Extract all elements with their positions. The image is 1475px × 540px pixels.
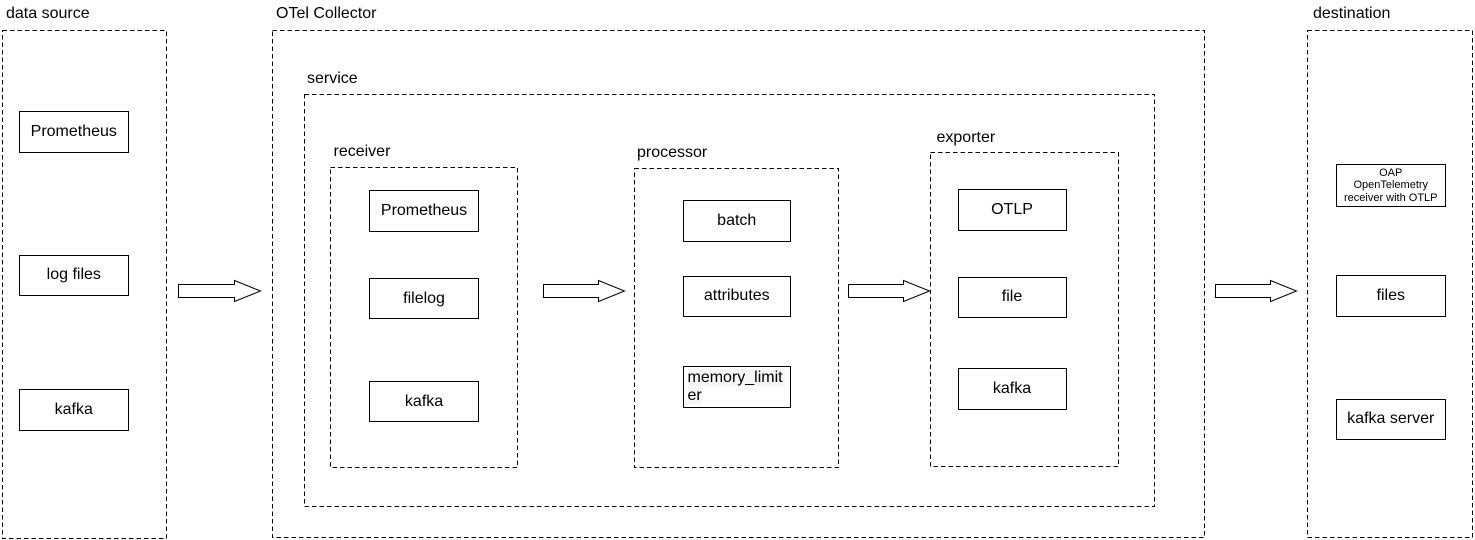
node-receiver-kafka: kafka	[368, 381, 480, 423]
node-processor-memorylimiter: memory_limiter	[682, 366, 791, 408]
node-destination-oap-label: OAP OpenTelemetry receiver with OTLP	[1344, 167, 1438, 205]
node-processor-attributes-label: attributes	[703, 287, 770, 305]
node-destination-oap-line2: OpenTelemetry	[1353, 179, 1429, 192]
node-destination-files-label: files	[1376, 287, 1405, 305]
node-destination-oap-line3: receiver with OTLP	[1343, 191, 1438, 204]
node-receiver-filelog: filelog	[368, 277, 480, 320]
receiver-group-frame	[330, 167, 518, 468]
node-exporter-kafka: kafka	[957, 368, 1067, 410]
arrow-processor-to-exporter	[848, 279, 931, 303]
data-source-group-frame	[2, 30, 167, 539]
node-processor-batch: batch	[682, 200, 791, 242]
node-destination-files: files	[1336, 275, 1446, 318]
node-destination-kafkaserver: kafka server	[1336, 398, 1446, 441]
arrow-datasource-to-collector	[178, 279, 262, 303]
node-datasource-logfiles: log files	[18, 254, 129, 297]
otel-collector-group-frame	[272, 30, 1205, 538]
node-processor-attributes: attributes	[682, 275, 791, 317]
node-receiver-filelog-label: filelog	[403, 289, 445, 307]
exporter-group-frame	[930, 152, 1119, 467]
node-destination-kafkaserver-label: kafka server	[1347, 410, 1435, 428]
node-receiver-kafka-label: kafka	[404, 392, 444, 410]
destination-group-label: destination	[1313, 5, 1391, 23]
exporter-group-label: exporter	[936, 129, 996, 147]
node-exporter-otlp: OTLP	[957, 189, 1067, 232]
service-group-label: service	[307, 70, 358, 88]
receiver-group-label: receiver	[333, 143, 391, 161]
processor-group-label: processor	[637, 144, 708, 162]
node-destination-oap: OAP OpenTelemetry receiver with OTLP	[1336, 164, 1446, 207]
node-datasource-logfiles-label: log files	[46, 266, 101, 284]
processor-group-frame	[634, 168, 839, 468]
node-processor-memorylimiter-text: memory_limiter	[687, 369, 787, 405]
node-receiver-prometheus: Prometheus	[368, 190, 480, 232]
destination-group-frame	[1307, 30, 1473, 538]
node-exporter-file: file	[957, 276, 1067, 319]
node-processor-memorylimiter-label: memory_limiter	[687, 369, 783, 405]
node-datasource-kafka: kafka	[19, 389, 129, 432]
node-datasource-prometheus: Prometheus	[18, 111, 129, 153]
otel-collector-group-label: OTel Collector	[276, 5, 377, 23]
node-exporter-otlp-label: OTLP	[991, 201, 1033, 219]
node-destination-oap-line1: OAP	[1379, 166, 1403, 179]
node-receiver-prometheus-label: Prometheus	[380, 202, 468, 220]
data-source-group-label: data source	[6, 5, 90, 23]
node-processor-batch-label: batch	[717, 212, 757, 229]
arrow-receiver-to-processor	[543, 279, 626, 303]
node-datasource-prometheus-label: Prometheus	[30, 122, 117, 140]
arrow-collector-to-destination	[1215, 279, 1298, 303]
node-exporter-kafka-label: kafka	[992, 379, 1032, 397]
node-datasource-kafka-label: kafka	[54, 401, 93, 419]
service-group-frame	[304, 94, 1155, 507]
node-exporter-file-label: file	[1001, 288, 1023, 306]
